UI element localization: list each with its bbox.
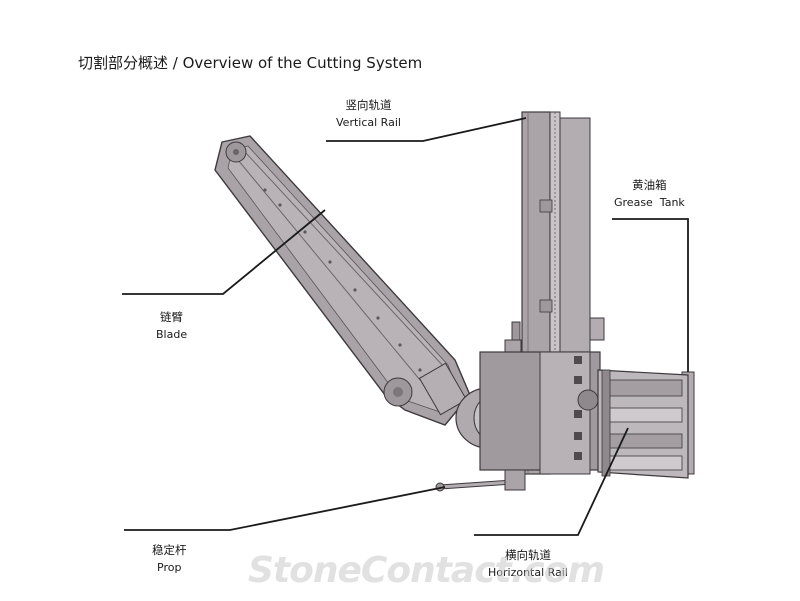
leader-lines [122,117,689,536]
leader-vertical-rail [326,117,527,142]
leader-horizontal-rail [474,427,629,536]
horizontal-rail-frame [597,369,689,479]
label-blade-zh: 链臂 [160,310,184,324]
label-vertical-rail-en: Vertical Rail [336,116,401,129]
label-blade: 链臂 Blade [156,308,187,344]
label-horizontal-rail: 横向轨道 Horizontal Rail [488,546,568,582]
leader-blade [122,209,326,295]
leader-prop [124,486,446,531]
leader-grease-tank [612,218,689,372]
page-title: 切割部分概述 / Overview of the Cutting System [78,54,423,72]
label-grease-tank: 黄油箱 Grease Tank [614,176,685,212]
label-vertical-rail: 竖向轨道 Vertical Rail [336,96,401,132]
label-prop-en: Prop [157,561,182,574]
prop [435,469,526,492]
label-grease-tank-en: Grease Tank [614,196,685,209]
label-prop: 稳定杆 Prop [152,541,187,577]
label-prop-zh: 稳定杆 [152,543,187,557]
label-horizontal-rail-en: Horizontal Rail [488,566,568,579]
watermark: StoneContact.com [248,550,605,591]
carriage [479,351,601,475]
label-horizontal-rail-zh: 横向轨道 [504,548,551,562]
label-blade-en: Blade [156,328,188,341]
label-grease-tank-zh: 黄油箱 [632,178,667,192]
label-vertical-rail-zh: 竖向轨道 [345,98,392,112]
